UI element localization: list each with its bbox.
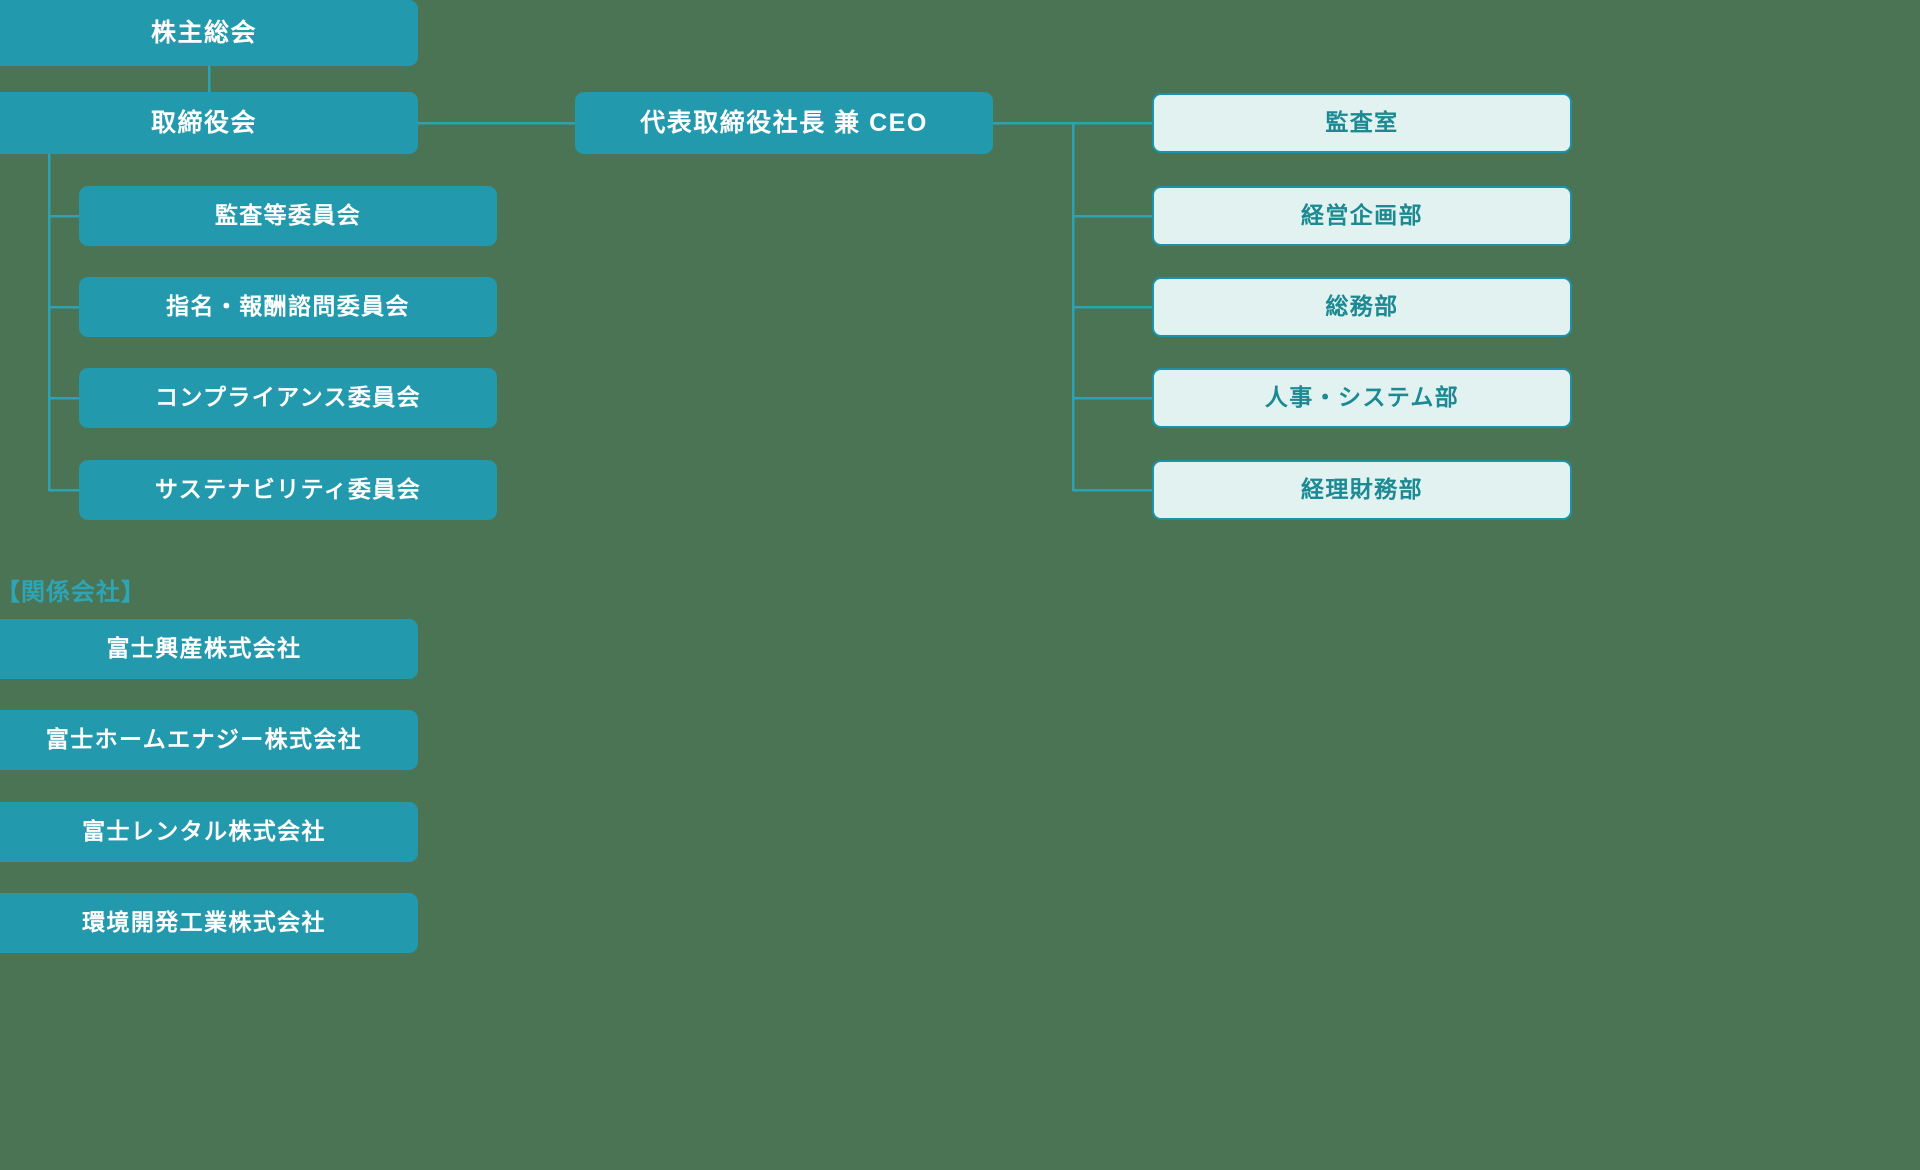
node-department-corporate-planning[interactable]: 経営企画部: [1152, 186, 1572, 246]
node-committee-audit[interactable]: 監査等委員会: [79, 186, 497, 246]
node-affiliate-fuji-kosan[interactable]: 富士興産株式会社: [0, 619, 418, 679]
node-department-accounting-finance-label: 経理財務部: [1301, 476, 1423, 503]
node-department-corporate-planning-label: 経営企画部: [1301, 202, 1423, 229]
node-department-audit-office[interactable]: 監査室: [1152, 93, 1572, 153]
node-committee-sustainability[interactable]: サステナビリティ委員会: [79, 460, 497, 520]
node-shareholders-meeting-label: 株主総会: [150, 19, 257, 47]
node-president-ceo[interactable]: 代表取締役社長 兼 CEO: [575, 92, 993, 154]
node-committee-audit-label: 監査等委員会: [214, 202, 362, 229]
node-committee-compliance[interactable]: コンプライアンス委員会: [79, 368, 497, 428]
node-affiliate-fuji-home-energy[interactable]: 富士ホームエナジー株式会社: [0, 710, 418, 770]
node-department-general-affairs-label: 総務部: [1325, 293, 1399, 320]
affiliates-heading: 【関係会社】: [0, 572, 146, 607]
node-department-accounting-finance[interactable]: 経理財務部: [1152, 460, 1572, 520]
node-board-of-directors[interactable]: 取締役会: [0, 92, 418, 154]
node-department-general-affairs[interactable]: 総務部: [1152, 277, 1572, 337]
node-affiliate-fuji-home-energy-label: 富士ホームエナジー株式会社: [45, 726, 363, 753]
node-committee-compliance-label: コンプライアンス委員会: [154, 384, 422, 411]
node-committee-nomination-compensation-label: 指名・報酬諮問委員会: [166, 293, 410, 320]
node-department-hr-systems[interactable]: 人事・システム部: [1152, 368, 1572, 428]
node-board-of-directors-label: 取締役会: [150, 109, 257, 137]
node-affiliate-fuji-kosan-label: 富士興産株式会社: [106, 635, 302, 662]
node-department-hr-systems-label: 人事・システム部: [1264, 384, 1460, 411]
node-affiliate-fuji-rental[interactable]: 富士レンタル株式会社: [0, 802, 418, 862]
affiliates-heading-label: 【関係会社】: [0, 579, 146, 606]
node-committee-sustainability-label: サステナビリティ委員会: [154, 476, 422, 503]
node-department-audit-office-label: 監査室: [1325, 109, 1399, 136]
node-affiliate-fuji-rental-label: 富士レンタル株式会社: [82, 818, 326, 845]
node-committee-nomination-compensation[interactable]: 指名・報酬諮問委員会: [79, 277, 497, 337]
node-affiliate-kankyo-kaihatsu-label: 環境開発工業株式会社: [82, 909, 326, 936]
node-shareholders-meeting[interactable]: 株主総会: [0, 0, 418, 66]
node-affiliate-kankyo-kaihatsu[interactable]: 環境開発工業株式会社: [0, 893, 418, 953]
node-president-ceo-label: 代表取締役社長 兼 CEO: [640, 109, 928, 137]
